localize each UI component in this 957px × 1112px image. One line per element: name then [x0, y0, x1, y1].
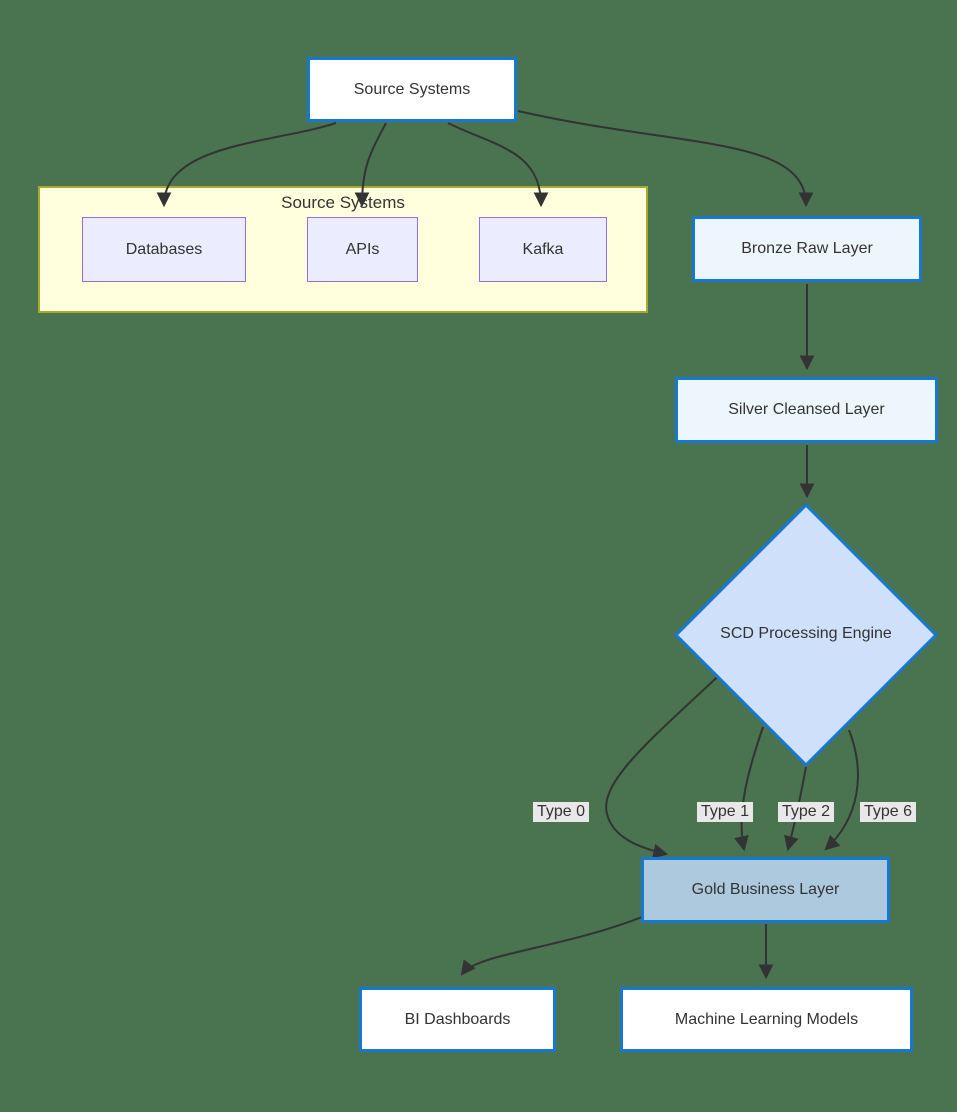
node-bronze-label: Bronze Raw Layer	[741, 240, 873, 258]
node-databases: Databases	[82, 217, 246, 282]
node-databases-label: Databases	[125, 240, 203, 258]
node-scd-processing-engine-label: SCD Processing Engine	[720, 625, 892, 642]
node-gold-label: Gold Business Layer	[691, 881, 840, 899]
node-apis-label: APIs	[345, 240, 380, 258]
edge-label-type-1: Type 1	[696, 802, 754, 822]
edge-scd-to-gold-type0	[605, 663, 732, 859]
node-silver-cleansed-layer: Silver Cleansed Layer	[675, 377, 938, 443]
node-silver-label: Silver Cleansed Layer	[728, 401, 885, 419]
edge-scd-to-gold-type1	[733, 726, 764, 852]
node-source-systems-label: Source Systems	[353, 80, 471, 98]
edge-label-type-0: Type 0	[532, 802, 590, 822]
node-apis: APIs	[307, 217, 418, 282]
node-kafka: Kafka	[479, 217, 607, 282]
node-gold-business-layer: Gold Business Layer	[641, 857, 890, 923]
node-machine-learning-models: Machine Learning Models	[620, 987, 913, 1052]
edge-scd-to-gold-type6	[824, 729, 859, 851]
edge-label-type-2: Type 2	[777, 802, 835, 822]
edge-gold-to-bi	[460, 916, 643, 976]
subgraph-title: Source Systems	[281, 193, 405, 212]
edge-label-type-6: Type 6	[859, 802, 917, 822]
node-kafka-label: Kafka	[522, 240, 564, 258]
node-ml-label: Machine Learning Models	[674, 1010, 859, 1028]
node-source-systems: Source Systems	[307, 57, 517, 122]
node-bi-label: BI Dashboards	[404, 1010, 511, 1028]
node-bronze-raw-layer: Bronze Raw Layer	[692, 216, 922, 282]
node-bi-dashboards: BI Dashboards	[359, 987, 556, 1052]
